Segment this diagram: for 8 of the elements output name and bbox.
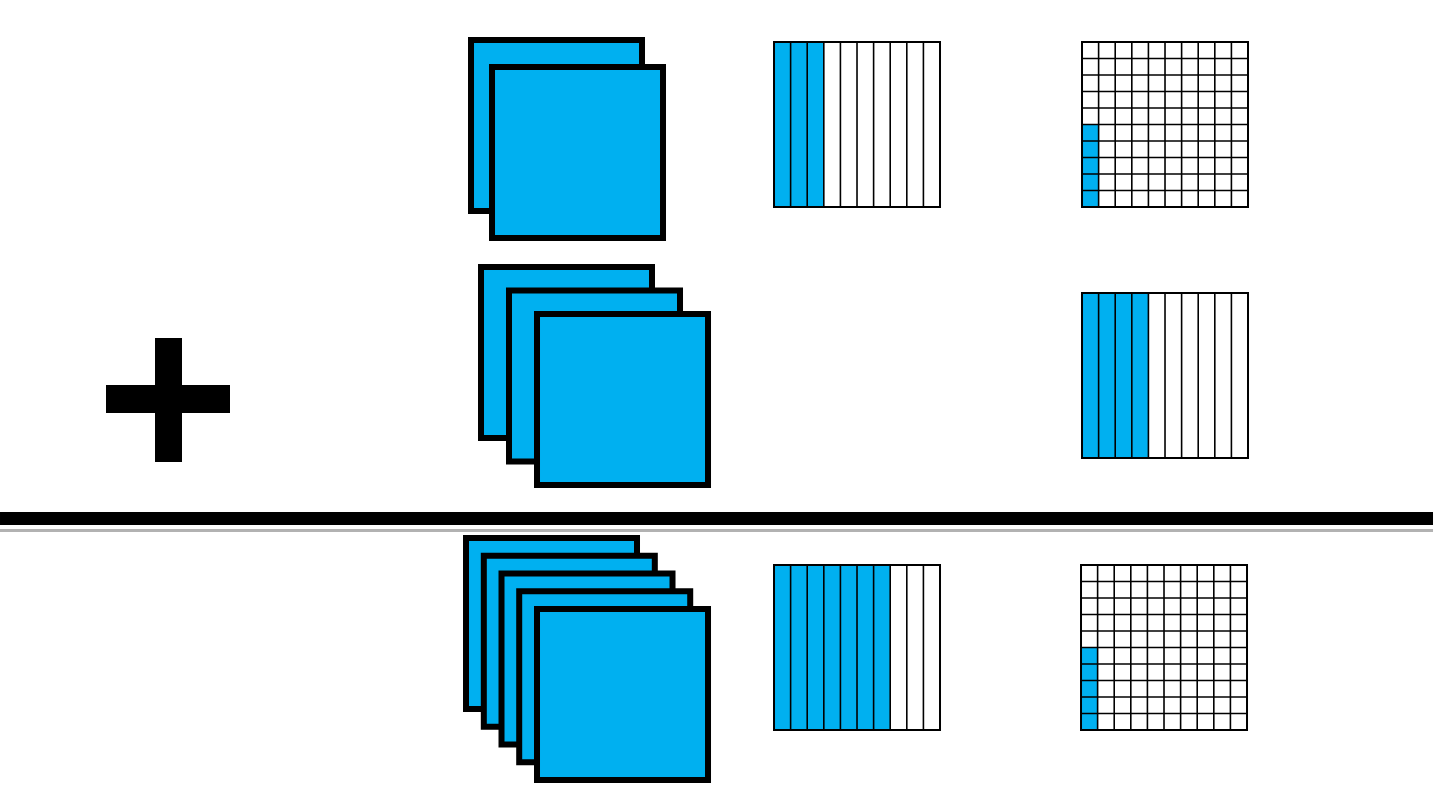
hundredths-grid	[1081, 41, 1249, 208]
tenths-grid	[1081, 292, 1249, 459]
ones-blocks-drawing	[463, 535, 711, 783]
hundredths-grid	[1080, 564, 1248, 731]
tenths-grid	[773, 41, 941, 208]
ones-blocks-drawing	[468, 37, 666, 241]
tenths-grid	[773, 564, 941, 731]
ones-blocks-drawing	[478, 264, 711, 488]
